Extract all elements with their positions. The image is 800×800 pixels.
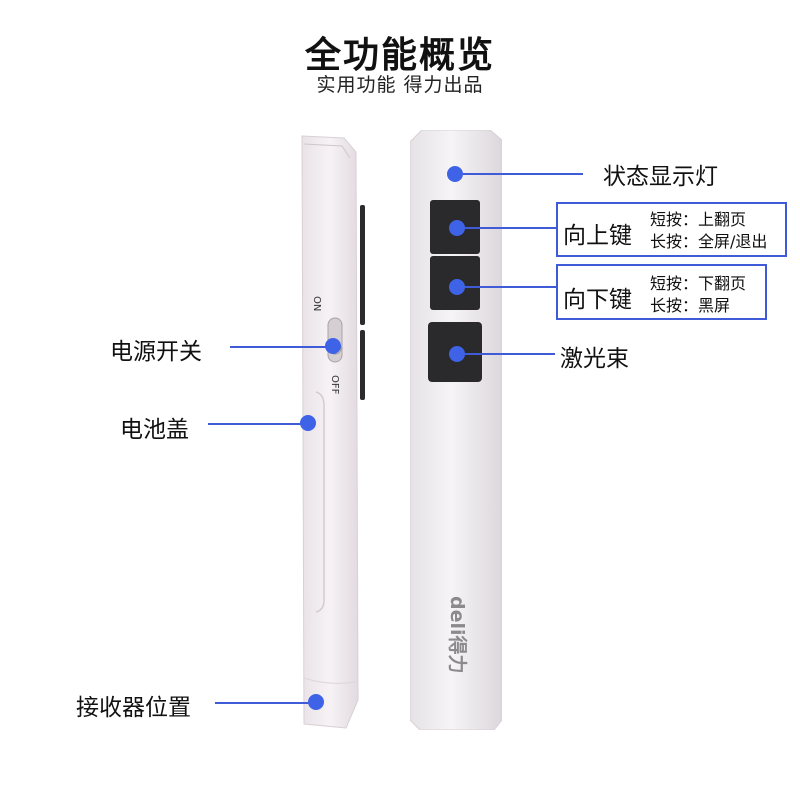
- status-light-line: [463, 173, 583, 175]
- receiver-line: [215, 702, 311, 704]
- up-key-line: [465, 227, 557, 229]
- status-light-label: 状态显示灯: [603, 164, 718, 190]
- down-key-name: 向下键: [563, 287, 632, 313]
- power-switch-line: [230, 346, 328, 348]
- status-light-marker: [447, 166, 463, 182]
- switch-off-label: OFF: [329, 375, 340, 395]
- receiver-label: 接收器位置: [76, 695, 191, 721]
- power-switch-marker: [325, 338, 341, 354]
- laser-marker: [449, 346, 465, 362]
- down-key-short-press: 短按：下翻页: [650, 274, 747, 293]
- up-key-callout: 向上键 短按：上翻页 长按：全屏/退出: [556, 202, 787, 257]
- down-key-marker: [449, 279, 465, 295]
- up-key-long-press: 长按：全屏/退出: [650, 232, 768, 251]
- battery-cover-label: 电池盖: [120, 417, 189, 443]
- receiver-marker: [308, 694, 324, 710]
- up-key-marker: [449, 220, 465, 236]
- up-key-short-press: 短按：上翻页: [650, 210, 747, 229]
- power-switch-label: 电源开关: [110, 339, 202, 365]
- laser-label: 激光束: [560, 346, 629, 372]
- down-key-line: [465, 286, 557, 288]
- up-key-name: 向上键: [563, 223, 632, 249]
- laser-line: [465, 353, 555, 355]
- battery-cover-marker: [300, 415, 316, 431]
- page-title: 全功能概览: [304, 35, 495, 76]
- down-key-long-press: 长按：黑屏: [650, 296, 731, 315]
- down-key-callout: 向下键 短按：下翻页 长按：黑屏: [556, 264, 767, 320]
- page-subtitle: 实用功能 得力出品: [316, 74, 484, 96]
- switch-on-label: ON: [311, 296, 322, 312]
- battery-cover-line: [208, 423, 303, 425]
- brand-logo: deli得力: [446, 596, 468, 674]
